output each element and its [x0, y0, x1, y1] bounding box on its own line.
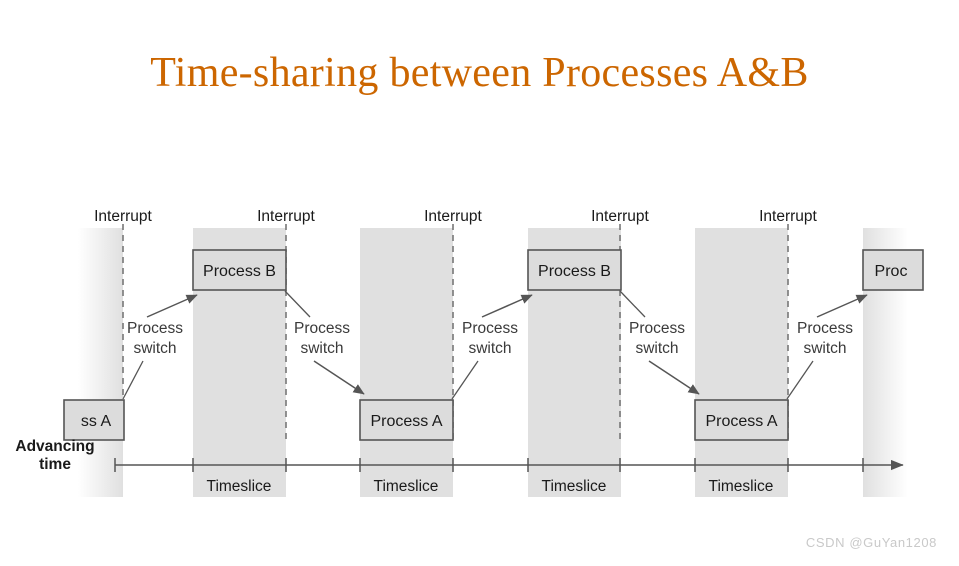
process-switch-connector: [122, 360, 144, 400]
process-box-label: ss A: [81, 413, 112, 430]
advancing-time-label: Advancing: [15, 438, 94, 455]
timeslice-label: Timeslice: [709, 478, 774, 495]
process-switch-connector: [481, 294, 533, 318]
process-switch-label: Process: [294, 320, 350, 337]
timeslice-band: [695, 228, 788, 497]
interrupt-label: Interrupt: [424, 208, 482, 225]
process-box-a-4: Process A: [694, 399, 789, 441]
timeslice-band: [78, 228, 123, 497]
process-switch-connector: [284, 290, 311, 318]
process-switch-connector: [619, 290, 646, 318]
process-switch-label: switch: [803, 340, 846, 357]
process-box-label: Process B: [203, 263, 276, 280]
process-switch-label: Process: [629, 320, 685, 337]
figure-container: ss A Process B Process A Process B Process A…: [0, 200, 959, 510]
process-box-a-2: Process A: [359, 399, 454, 441]
process-box-a-0: ss A: [63, 399, 125, 441]
csdn-watermark: CSDN @GuYan1208: [805, 535, 937, 550]
process-box-label: Process A: [370, 413, 442, 430]
process-box-rect: [359, 399, 454, 441]
process-switch-label: switch: [635, 340, 678, 357]
advancing-time-label: time: [39, 456, 71, 473]
process-switch-connector: [146, 294, 198, 318]
process-switch-connector: [451, 360, 479, 400]
process-box-b-3: Process B: [527, 249, 622, 291]
process-box-rect: [527, 249, 622, 291]
process-box-rect: [862, 249, 924, 291]
timeslice-band: [360, 228, 453, 497]
interrupt-label: Interrupt: [257, 208, 315, 225]
process-switch-label: Process: [797, 320, 853, 337]
interrupt-label: Interrupt: [591, 208, 649, 225]
time-sharing-diagram-svg: ss A Process B Process A Process B Process A…: [15, 208, 924, 497]
process-box-label: Process B: [538, 263, 611, 280]
timeslice-label: Timeslice: [374, 478, 439, 495]
process-switch-label: switch: [300, 340, 343, 357]
process-box-rect: [192, 249, 287, 291]
page-title: Time-sharing between Processes A&B: [150, 50, 809, 96]
process-boxes-layer: ss A Process B Process A Process B Process A…: [63, 249, 924, 441]
process-box-label: Proc: [875, 263, 908, 280]
process-switch-connector: [648, 360, 700, 395]
process-box-b-5: Proc: [862, 249, 924, 291]
process-switch-connector: [313, 360, 365, 395]
process-switch-connector: [786, 360, 814, 400]
interrupt-label: Interrupt: [759, 208, 817, 225]
figure-text-layer: Interrupt Interrupt Interrupt Interrupt Inte…: [15, 208, 853, 495]
interrupt-label: Interrupt: [94, 208, 152, 225]
process-box-rect: [694, 399, 789, 441]
process-box-b-1: Process B: [192, 249, 287, 291]
timeslice-label: Timeslice: [542, 478, 607, 495]
switch-connectors-layer: [122, 290, 868, 400]
timeslice-label: Timeslice: [207, 478, 272, 495]
time-axis-layer: [114, 458, 904, 472]
process-switch-label: switch: [468, 340, 511, 357]
process-box-rect: [63, 399, 125, 441]
process-switch-label: Process: [127, 320, 183, 337]
process-switch-connector: [816, 294, 868, 318]
process-box-label: Process A: [705, 413, 777, 430]
process-switch-label: switch: [133, 340, 176, 357]
process-switch-label: Process: [462, 320, 518, 337]
